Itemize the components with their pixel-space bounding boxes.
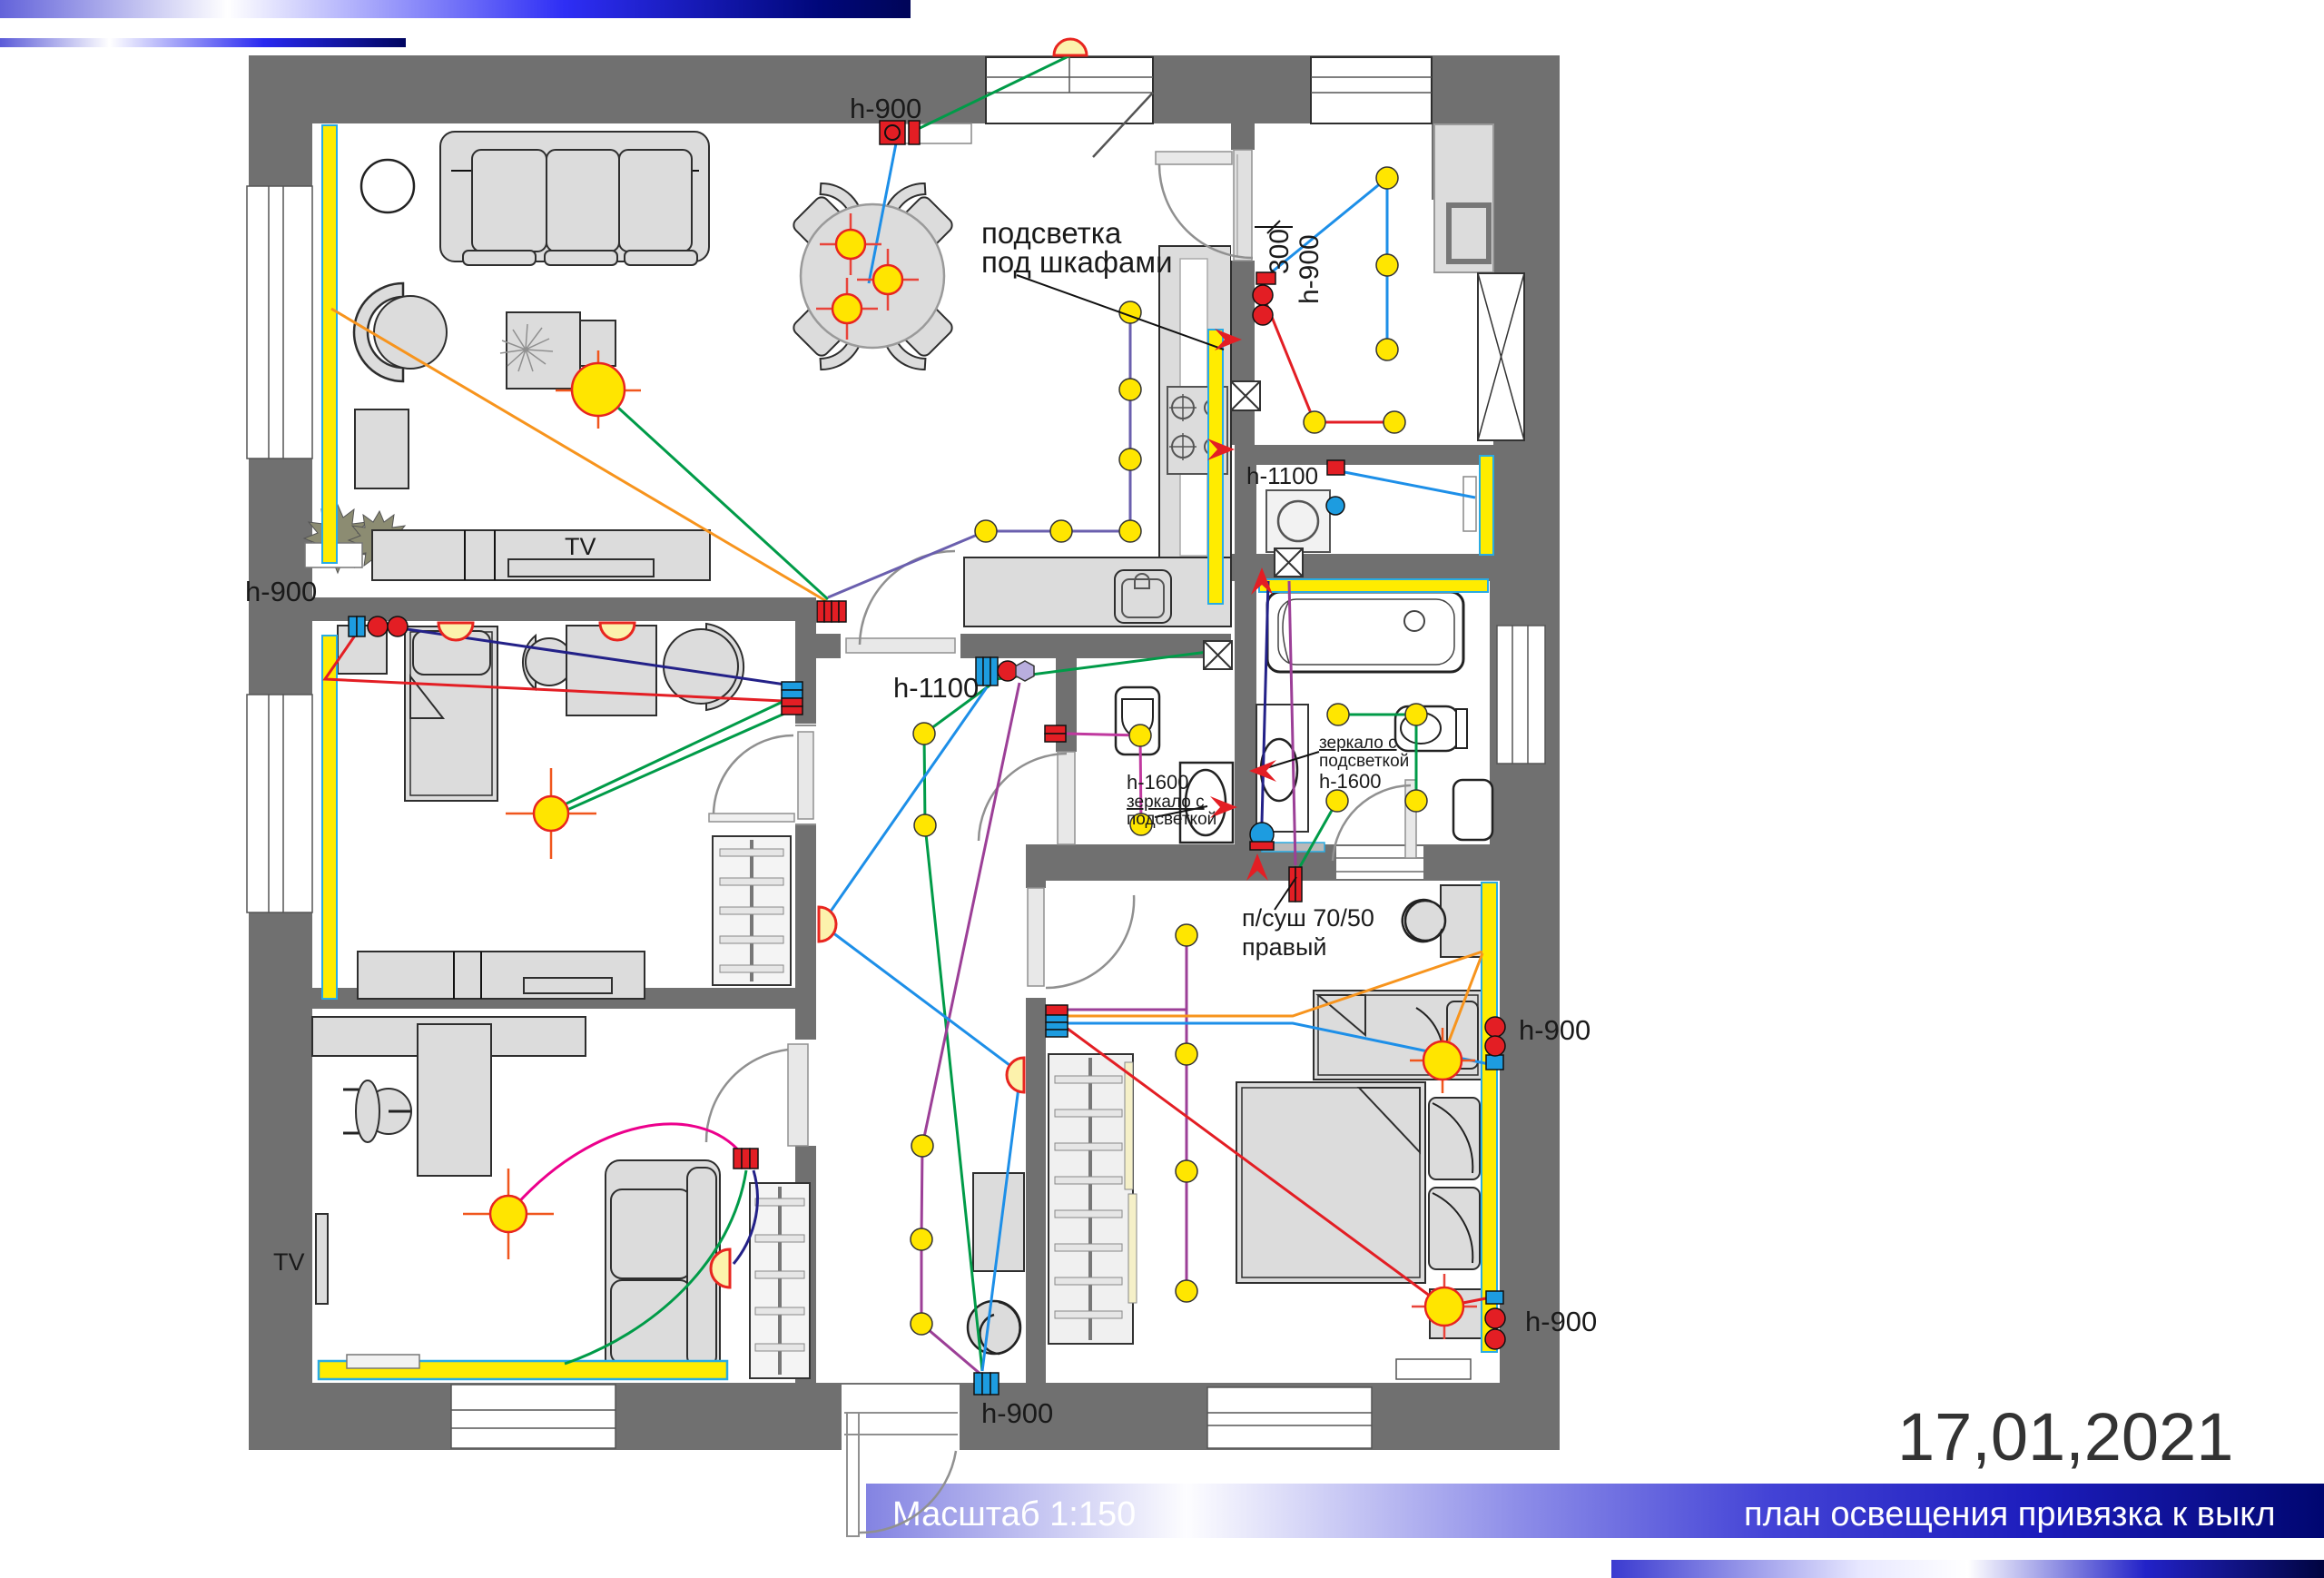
svg-text:h-1100: h-1100 bbox=[893, 672, 979, 704]
svg-text:h-900: h-900 bbox=[850, 93, 921, 124]
svg-text:правый: правый bbox=[1242, 933, 1327, 961]
svg-text:h-1600: h-1600 bbox=[1319, 770, 1382, 793]
svg-text:подсветкой: подсветкой bbox=[1319, 752, 1409, 771]
svg-text:h-900: h-900 bbox=[1519, 1014, 1590, 1046]
svg-text:план освещения привязка к выкл: план освещения привязка к выкл bbox=[1744, 1495, 2276, 1534]
svg-text:TV: TV bbox=[565, 533, 596, 560]
svg-text:300: 300 bbox=[1265, 229, 1295, 274]
svg-text:Масштаб 1:150: Масштаб 1:150 bbox=[892, 1495, 1136, 1534]
svg-text:h-900: h-900 bbox=[245, 576, 317, 607]
svg-text:h-1100: h-1100 bbox=[1246, 462, 1318, 489]
svg-text:подсветка: подсветка bbox=[981, 216, 1122, 250]
svg-text:п/суш 70/50: п/суш 70/50 bbox=[1242, 904, 1374, 932]
svg-text:зеркало с: зеркало с bbox=[1127, 793, 1205, 812]
svg-text:зеркало с: зеркало с bbox=[1319, 734, 1397, 753]
svg-text:под шкафами: под шкафами bbox=[981, 245, 1173, 279]
svg-text:TV: TV bbox=[273, 1248, 305, 1276]
svg-text:h-900: h-900 bbox=[1295, 234, 1324, 304]
svg-text:17,01,2021: 17,01,2021 bbox=[1897, 1399, 2233, 1474]
svg-text:h-900: h-900 bbox=[981, 1397, 1053, 1429]
svg-text:h-1600: h-1600 bbox=[1127, 771, 1189, 794]
svg-text:h-900: h-900 bbox=[1525, 1306, 1597, 1337]
svg-text:подсветкой: подсветкой bbox=[1127, 810, 1216, 829]
